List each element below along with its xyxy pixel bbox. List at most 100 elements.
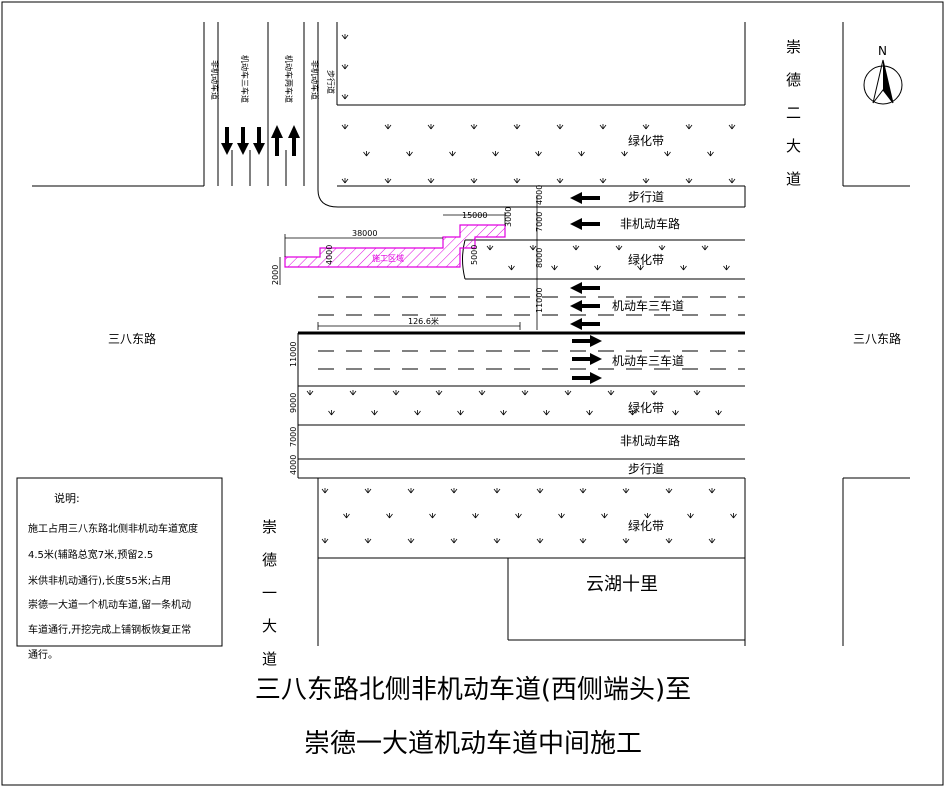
lane-label-bike-e: 非机动车道 (310, 60, 320, 100)
green-symbol (472, 512, 479, 519)
green-symbol (556, 123, 564, 130)
green-symbol (321, 487, 329, 494)
green-symbol (470, 123, 478, 130)
green-symbol (364, 537, 372, 544)
west-arrow-icons (570, 192, 600, 330)
green-label-3: 绿化带 (628, 400, 664, 415)
green-symbol (384, 177, 392, 184)
green-symbol (607, 389, 615, 396)
dim-15000: 15000 (462, 211, 487, 220)
green-symbol (427, 177, 435, 184)
arrow-down-icon (221, 127, 265, 155)
lane-label-bike-w: 非机动车道 (210, 60, 220, 100)
dimension-texts: 38000 15000 3000 4000 2000 5000 4000 700… (271, 185, 544, 475)
road-label-chongde-1: 崇德一大道 (262, 518, 277, 668)
green-symbol (513, 123, 521, 130)
green-symbol (536, 537, 544, 544)
walk-label-1: 步行道 (628, 190, 664, 204)
dim-4000c: 4000 (289, 455, 298, 475)
notes-line-1: 施工占用三八东路北侧非机动车道宽度 (28, 522, 198, 535)
green-symbol (658, 244, 666, 251)
green-symbol (470, 177, 478, 184)
green-symbol (572, 244, 580, 251)
arrow-up-icon (271, 125, 300, 156)
notes-box (16, 477, 223, 647)
bike-label-2: 非机动车路 (620, 433, 680, 448)
motor-label-1: 机动车三车道 (612, 298, 684, 313)
lane-label-motor2: 机动车两车道 (284, 55, 294, 103)
green-symbol (594, 264, 601, 271)
green-symbol (371, 409, 378, 416)
dim-7000b: 7000 (289, 427, 298, 447)
green-symbol (536, 487, 544, 494)
green-symbol (556, 177, 564, 184)
green-symbol (599, 177, 607, 184)
green-symbol (500, 409, 507, 416)
road-label-char: 大 (786, 137, 801, 155)
green-symbol (386, 512, 393, 519)
yunhu-label: 云湖十里 (586, 574, 658, 595)
lane-label-walk: 步行道 (326, 70, 336, 94)
green-symbol (723, 264, 730, 271)
green-symbol (693, 389, 701, 396)
green-symbol (406, 150, 413, 157)
motor-label-2: 机动车三车道 (612, 353, 684, 368)
east-arrow-icons (572, 335, 602, 384)
green-symbol (535, 150, 542, 157)
dim-38000: 38000 (352, 229, 377, 238)
green-symbol (478, 389, 486, 396)
road-label-sanba-west: 三八东路 (108, 331, 156, 346)
walk-label-2: 步行道 (628, 462, 664, 476)
green-symbol (364, 487, 372, 494)
green-symbol (642, 123, 650, 130)
road-edges (32, 22, 910, 646)
dim-11000b: 11000 (289, 342, 298, 367)
dimension-lines (279, 195, 538, 330)
road-label-char: 道 (786, 170, 801, 188)
green-symbol (513, 177, 521, 184)
green-symbol (486, 244, 494, 251)
green-symbol (708, 487, 716, 494)
green-symbol (707, 150, 714, 157)
construction-area-label: 施工区域 (372, 253, 404, 263)
road-label-char: 德 (262, 551, 277, 569)
dim-5000: 5000 (470, 245, 479, 265)
dim-9000: 9000 (289, 393, 298, 413)
green-symbol (579, 487, 587, 494)
green-symbol (728, 123, 736, 130)
dim-8000: 8000 (535, 248, 544, 268)
green-symbol (687, 512, 694, 519)
notes-line-3: 米供非机动通行),长度55米;占用 (28, 574, 171, 587)
green-symbol (493, 487, 501, 494)
green-symbol (650, 389, 658, 396)
north-lane-labels: 非机动车道 机动车三车道 机动车两车道 非机动车道 步行道 (210, 55, 336, 103)
green-symbol (429, 512, 436, 519)
green-symbol (564, 389, 572, 396)
green-symbol (543, 409, 550, 416)
green-symbol (508, 264, 515, 271)
green-symbol (427, 123, 435, 130)
green-symbol (306, 389, 314, 396)
green-symbol (701, 244, 709, 251)
green-symbol (493, 537, 501, 544)
green-symbol (579, 537, 587, 544)
green-symbol (414, 409, 421, 416)
green-belt-symbols (306, 33, 737, 544)
notes-line-5: 车道通行,开挖完成上铺钢板恢复正常 (28, 623, 191, 636)
green-label-1: 绿化带 (628, 133, 664, 148)
green-symbol (341, 177, 349, 184)
road-label-char: 大 (262, 617, 277, 635)
green-symbol (708, 537, 716, 544)
green-symbol (599, 123, 607, 130)
lane-label-motor3: 机动车三车道 (240, 55, 250, 103)
north-arrow-icon: N (863, 44, 903, 105)
ew-lane-labels: 绿化带 步行道 非机动车路 绿化带 机动车三车道 机动车三车道 绿化带 非机动车… (612, 133, 684, 533)
bike-label-1: 非机动车路 (620, 216, 680, 231)
road-label-char: 德 (786, 71, 801, 89)
green-symbol (586, 409, 593, 416)
green-symbol (450, 537, 458, 544)
green-symbol (343, 512, 350, 519)
green-symbol (621, 150, 628, 157)
road-label-char: 崇 (262, 518, 277, 536)
